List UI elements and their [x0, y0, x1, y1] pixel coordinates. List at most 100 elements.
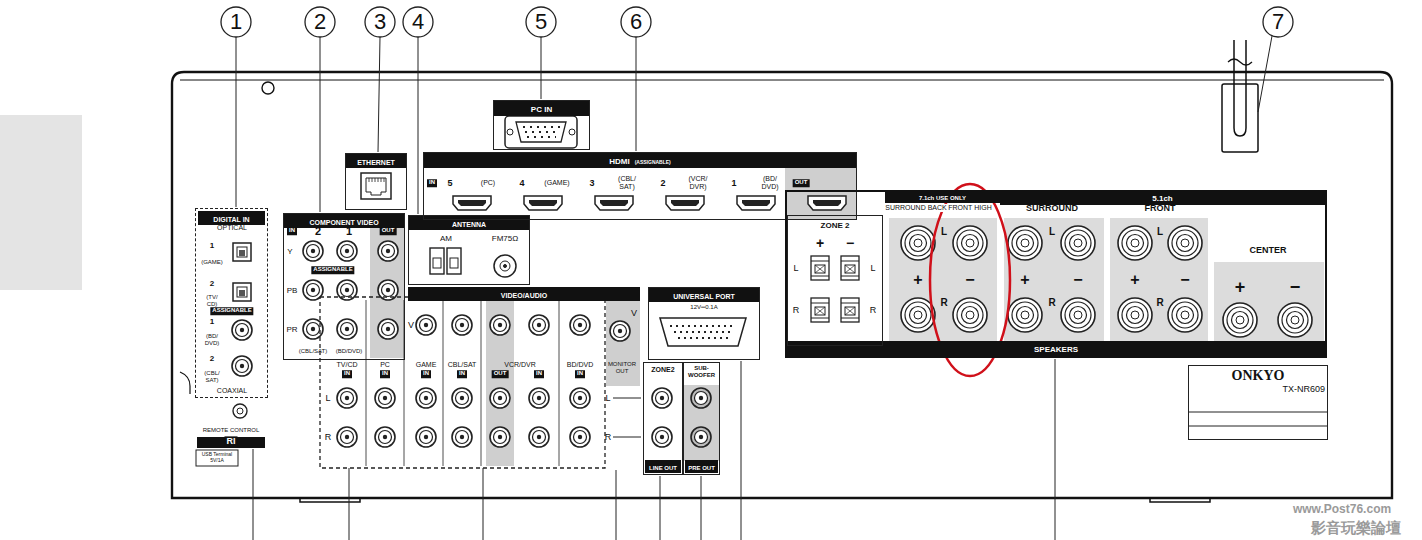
leader-line [1258, 36, 1272, 112]
header-band: PRE OUT [685, 460, 718, 473]
jack-label: IN [427, 179, 437, 187]
terminal-shade [889, 218, 1324, 344]
jack-label: 12V═0.1A [690, 304, 717, 311]
jack-label: (TV/ CD) [201, 294, 223, 308]
antenna-terminals [430, 248, 516, 277]
speaker-section: 7.1ch USE ONLY [885, 190, 1000, 346]
power-cord [1222, 84, 1258, 152]
line-out-jacks [652, 388, 711, 447]
watermark: 影音玩樂論壇 [1311, 519, 1401, 536]
line-out-jacks [691, 427, 711, 447]
speaker-section: 5.1ch [1000, 190, 1325, 346]
box-text: SUB-WOOFER [685, 365, 718, 379]
speaker-posts [1223, 303, 1257, 337]
leader-line [236, 36, 1272, 540]
hdmi-ports [808, 196, 846, 210]
jack-label: IN [457, 370, 467, 378]
av-jacks [337, 315, 630, 447]
vga-port [505, 116, 577, 148]
callout-circle [403, 7, 433, 37]
antenna-terminals [433, 258, 441, 268]
jack-label: − [846, 235, 854, 251]
jack-label: OUT [380, 227, 397, 235]
jack-label: OPTICAL [217, 224, 247, 232]
component-jacks [303, 241, 398, 339]
page-tab [0, 115, 82, 290]
jack-label: MONITOR OUT [606, 361, 638, 375]
jack-label: CBL/SAT [448, 361, 477, 369]
jack-label: R [605, 432, 612, 442]
av-jacks [416, 315, 436, 335]
callout-number: 1 [230, 9, 242, 34]
jack-label: R [940, 297, 947, 309]
jack-label: (GAME) [544, 179, 569, 187]
jack-label: (CBL/ SAT) [612, 175, 642, 191]
av-jacks [529, 315, 549, 335]
vga-port [523, 127, 560, 137]
watermark: www.Post76.com [1293, 503, 1391, 517]
rj45-port [361, 173, 391, 199]
jack-label: (BD/ DVD) [201, 333, 223, 347]
out-shade [370, 224, 405, 358]
speaker-posts [901, 226, 1312, 337]
av-jacks [452, 315, 472, 335]
speaker-posts [1008, 298, 1042, 332]
hdmi-ports [666, 196, 704, 210]
band-text: (ASSIGNABLE) [635, 159, 671, 165]
header-band: COMPONENT VIDEO [284, 214, 404, 228]
speaker-posts [1008, 226, 1042, 260]
terminal-shade [1004, 218, 1104, 344]
antenna-terminals [500, 261, 510, 271]
jack-label: IN [534, 370, 544, 378]
av-jacks [337, 388, 357, 408]
terminal-shade [1214, 262, 1324, 344]
jack-label: − [1073, 271, 1082, 289]
jack-label: L [793, 263, 798, 273]
jack-label: L [1157, 226, 1163, 238]
component-jacks [337, 241, 357, 261]
av-jacks [490, 315, 510, 335]
jack-label: FRONT HIGH [947, 204, 992, 212]
jack-label: COAXIAL [217, 387, 247, 395]
band-text: DIGITAL IN [213, 216, 249, 223]
optical-port [233, 243, 251, 261]
out-shade [684, 385, 719, 461]
av-jacks [375, 427, 395, 447]
output-panel: SUB-WOOFER PRE OUT [683, 362, 720, 475]
component-jacks [303, 319, 323, 339]
band-text: PRE OUT [688, 465, 715, 471]
jack-label: PB [287, 286, 298, 295]
power-cord [1222, 40, 1258, 152]
jack-label: AM [440, 234, 452, 243]
ri-band [197, 437, 265, 448]
callout-number: 3 [374, 9, 386, 34]
component-jacks [378, 241, 398, 261]
jack-label: 2 [660, 178, 665, 188]
band-text: 7.1ch USE ONLY [919, 195, 966, 201]
jack-label: + [1130, 271, 1139, 289]
jack-label: (PC) [481, 179, 495, 187]
jack-label: 3 [589, 178, 594, 188]
jack-label: 5 [447, 178, 452, 188]
chassis-outline [172, 72, 1392, 502]
universal-connector [660, 318, 746, 346]
callout-number: 2 [314, 9, 326, 34]
vga-port [569, 129, 575, 135]
speaker-panel: SPEAKERSZONE 27.1ch USE ONLY5.1ch [785, 190, 1327, 358]
callout-number: 5 [535, 9, 547, 34]
band-text: LINE OUT [649, 465, 677, 471]
chassis-outline [172, 72, 1392, 498]
component-jacks [337, 280, 357, 300]
jack-label: FM75Ω [492, 234, 518, 243]
callout-circle [1263, 7, 1293, 37]
band-text: VIDEO/AUDIO [501, 292, 547, 299]
chassis-outline [180, 80, 1384, 81]
av-jacks [610, 321, 630, 341]
antenna-terminals [447, 248, 461, 274]
line-out-jacks [691, 388, 711, 408]
jack-label: R [1048, 297, 1055, 309]
line-out-jacks [652, 427, 672, 447]
band-text: 5.1ch [1152, 194, 1172, 203]
jack-label: + [1020, 271, 1029, 289]
